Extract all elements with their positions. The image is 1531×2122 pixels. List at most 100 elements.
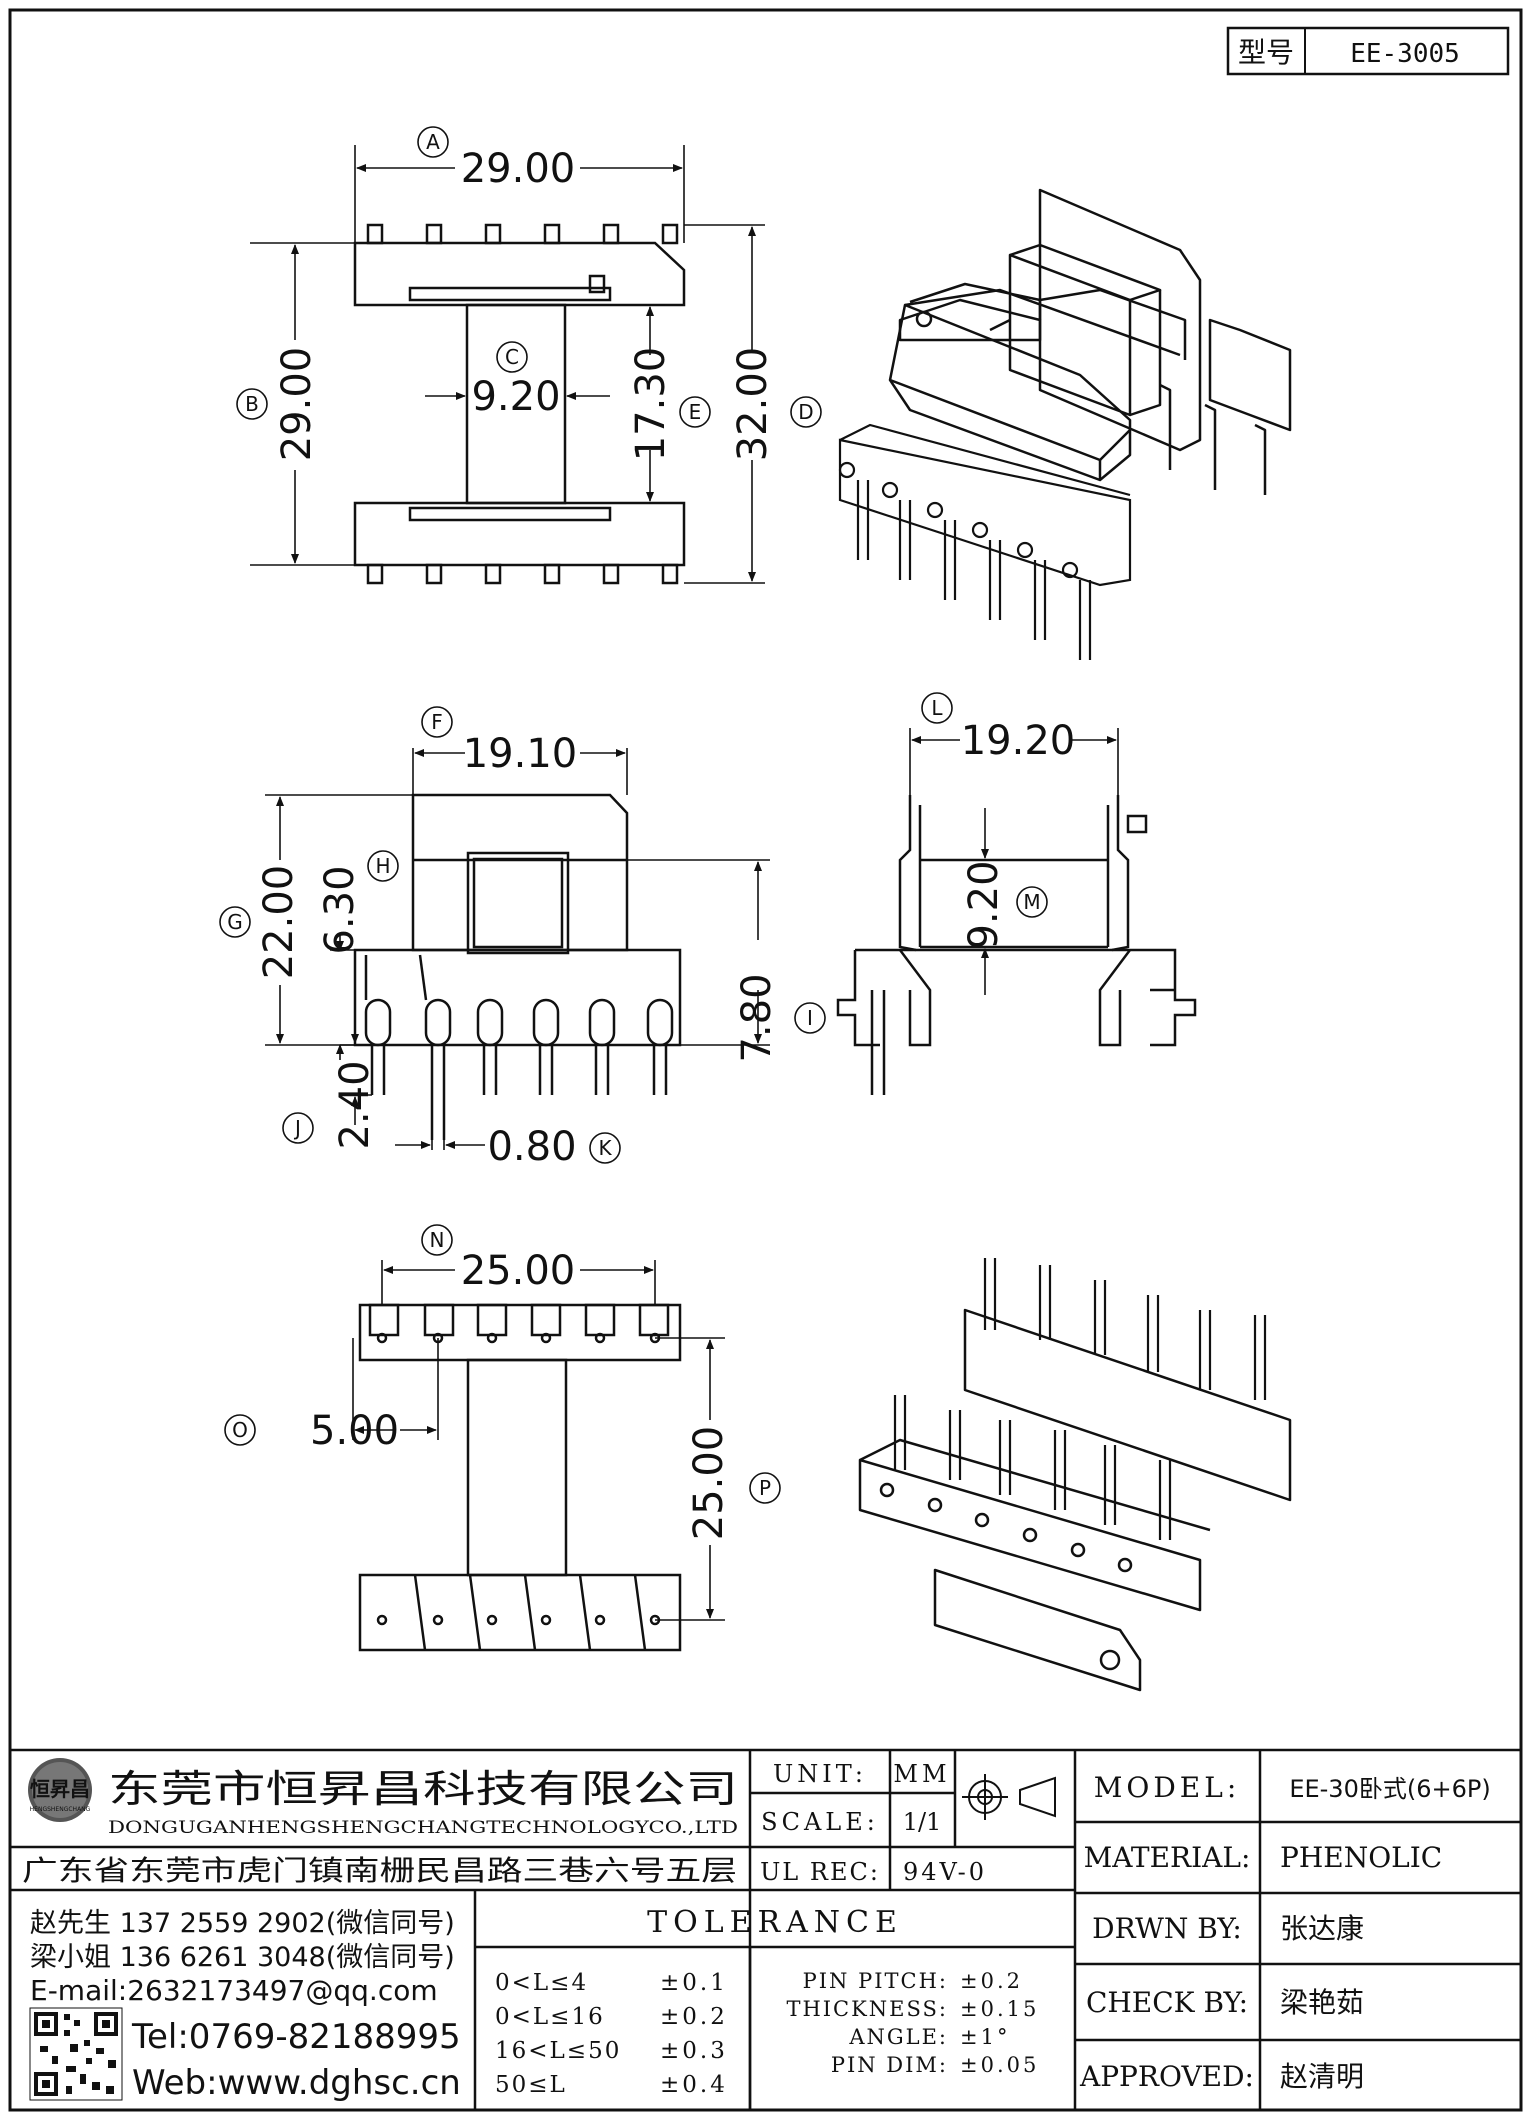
contact-email[interactable]: E-mail:2632173497@qq.com [30, 1974, 438, 2007]
dimension-marker-circle [790, 396, 822, 428]
model-header-box: 型号 EE-3005 [1226, 26, 1510, 76]
bottom-view [358, 1303, 682, 1652]
dimension-marker-g: G [227, 910, 243, 934]
company-address: 广东省东莞市虎门镇南栅民昌路三巷六号五层 [22, 1854, 737, 1887]
unit-value: MM [893, 1760, 950, 1788]
pin-tolerance-value: ±1° [960, 2025, 1010, 2049]
dimension-value-n: 25.00 [461, 1248, 576, 1294]
dimension-marker-m: M [1023, 890, 1040, 914]
dimension-marker-i: I [807, 1006, 813, 1030]
dimension-marker-n: N [430, 1228, 445, 1252]
pin-tolerance-label: ANGLE: [848, 2025, 948, 2049]
dimension-marker-circle [367, 850, 399, 882]
drawing-border [8, 8, 1523, 2112]
dimension-marker-circle [1016, 886, 1048, 918]
ulrec-value: 94V-0 [903, 1858, 987, 1886]
dimension-marker-circle [282, 1112, 314, 1144]
pin-tolerance-label: PIN DIM: [831, 2053, 948, 2077]
contact-line-2: 梁小姐 136 6261 3048(微信同号) [30, 1942, 455, 1973]
dimension-value-g: 22.00 [256, 865, 302, 980]
dimension-marker-circle [219, 906, 251, 938]
model-header-value: EE-3005 [1350, 39, 1460, 69]
dimension-value-o: 5.00 [310, 1408, 399, 1454]
dimension-marker-circle [224, 1414, 256, 1446]
dimension-marker-circle [421, 1224, 453, 1256]
isometric-view-1-pins [838, 423, 1132, 660]
dimension-marker-circle [421, 706, 453, 738]
pin-tolerance-value: ±0.05 [960, 2053, 1039, 2077]
approved-value: 赵清明 [1280, 2060, 1364, 2093]
dimension-value-j: 2.40 [332, 1060, 378, 1149]
dimension-value-e: 17.30 [628, 347, 674, 462]
dimension-value-c: 9.20 [471, 374, 560, 420]
dimension-marker-j: J [293, 1116, 301, 1140]
front-view-dimensions [265, 748, 770, 1150]
dimension-value-k: 0.80 [487, 1124, 576, 1170]
dimension-marker-p: P [759, 1476, 771, 1500]
tolerance-value: ±0.3 [660, 2038, 728, 2064]
isometric-view-2 [858, 1308, 1292, 1692]
dimension-marker-circle [921, 692, 953, 724]
tolerance-range: 16<L≤50 [495, 2038, 621, 2064]
isometric-view-1 [888, 188, 1292, 495]
tolerance-value: ±0.2 [660, 2004, 728, 2030]
contact-web[interactable]: Web:www.dghsc.cn [132, 2063, 461, 2103]
scale-value: 1/1 [903, 1808, 942, 1836]
dimension-value-a: 29.00 [461, 146, 576, 192]
pin-tolerance-label: THICKNESS: [786, 1997, 948, 2021]
drawn-value: 张达康 [1280, 1912, 1364, 1945]
dimension-value-m: 9.20 [961, 860, 1007, 949]
side-view [836, 795, 1197, 1095]
contact-tel: Tel:0769-82188995 [131, 2017, 461, 2057]
material-label: MATERIAL: [1084, 1841, 1251, 1874]
check-value: 梁艳茹 [1280, 1986, 1364, 2019]
top-view [353, 223, 686, 585]
dimension-marker-k: K [598, 1136, 612, 1160]
dimension-marker-circle [794, 1002, 826, 1034]
dimension-value-f: 19.10 [463, 731, 578, 777]
unit-label: UNIT: [773, 1760, 867, 1788]
ulrec-label: UL REC: [760, 1858, 880, 1886]
tolerance-value: ±0.4 [660, 2072, 728, 2098]
tolerance-table: 0<L≤4±0.10<L≤16±0.216<L≤50±0.350≤L±0.4PI… [495, 1969, 1039, 2098]
dimension-marker-a: A [426, 130, 440, 154]
dimension-marker-circle [417, 126, 449, 158]
check-label: CHECK BY: [1086, 1986, 1248, 2019]
tolerance-range: 0<L≤4 [495, 1970, 588, 1996]
dimension-marker-l: L [931, 696, 943, 720]
company-name-en: DONGUGANHENGSHENGCHANGTECHNOLOGYCO.,LTD [108, 1818, 738, 1838]
dimension-marker-b: B [245, 392, 259, 416]
dimension-value-h: 6.30 [317, 865, 363, 954]
dimension-marker-c: C [505, 345, 519, 369]
model-label: MODEL: [1094, 1771, 1241, 1804]
dimension-value-b: 29.00 [274, 347, 320, 462]
dimension-marker-circle [679, 396, 711, 428]
side-view-dimensions [909, 728, 1119, 995]
logo-subtext: HENGSHENGCHANG [30, 1806, 91, 1813]
pin-tolerance-label: PIN PITCH: [803, 1969, 948, 1993]
dimension-marker-circle [589, 1132, 621, 1164]
model-header-label: 型号 [1238, 36, 1294, 69]
scale-label: SCALE: [761, 1808, 879, 1836]
pin-tolerance-value: ±0.2 [960, 1969, 1023, 1993]
contact-line-1: 赵先生 137 2559 2902(微信同号) [30, 1908, 455, 1939]
front-view [353, 793, 682, 1140]
dimension-value-p: 25.00 [686, 1426, 732, 1541]
dimension-marker-d: D [798, 400, 813, 424]
material-value: PHENOLIC [1280, 1841, 1442, 1874]
tolerance-title: TOLERANCE [647, 1905, 903, 1940]
approved-label: APPROVED: [1079, 2060, 1254, 2093]
dimension-marker-h: H [375, 854, 390, 878]
dimension-marker-circle [749, 1472, 781, 1504]
isometric-view-2-pins [893, 1258, 1267, 1540]
dimension-marker-circle [496, 341, 528, 373]
dimension-value-d: 32.00 [730, 347, 776, 462]
title-block [10, 1748, 1521, 2110]
tolerance-range: 50≤L [495, 2072, 567, 2098]
drawn-label: DRWN BY: [1092, 1912, 1242, 1945]
dimension-marker-circle [236, 388, 268, 420]
dimension-marker-e: E [689, 400, 702, 424]
company-name-cn: 东莞市恒昇昌科技有限公司 [108, 1767, 738, 1811]
bottom-view-dimensions [352, 1260, 725, 1621]
